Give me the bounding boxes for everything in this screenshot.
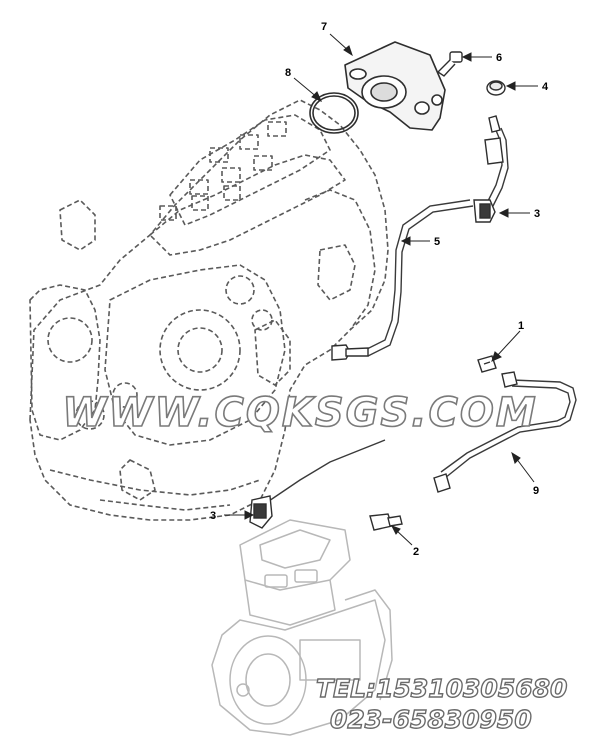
callout-5: 5 [434, 236, 440, 248]
elbow-3-upper [473, 199, 496, 223]
leader-lines [224, 33, 538, 546]
fitting-end [331, 344, 369, 361]
elbow-3-lower [249, 495, 273, 529]
callout-3-lower: 3 [210, 510, 216, 522]
callout-6: 6 [496, 52, 502, 64]
callout-2: 2 [413, 546, 419, 558]
fitting-2 [369, 513, 403, 531]
watermark-site: WWW.CQKSGS.COM [62, 390, 537, 436]
watermark-tel: TEL:15310305680 [316, 674, 567, 703]
cover-plate [344, 41, 446, 131]
watermark-phone: 023-65830950 [330, 705, 532, 734]
callout-1: 1 [518, 320, 524, 332]
seal-ring [309, 92, 359, 134]
tubing [262, 127, 577, 506]
tube9-nut-top [501, 371, 518, 388]
connector-1 [477, 355, 497, 373]
engine-block [29, 99, 389, 521]
callout-3-upper: 3 [534, 208, 540, 220]
callout-4: 4 [542, 81, 549, 93]
plug-4 [486, 80, 506, 96]
callout-9: 9 [533, 485, 539, 497]
head-connector [484, 115, 504, 165]
callout-7: 7 [321, 21, 327, 33]
tube9-nut-bottom [433, 473, 451, 493]
air-compressor [211, 519, 393, 736]
callout-8: 8 [285, 67, 291, 79]
